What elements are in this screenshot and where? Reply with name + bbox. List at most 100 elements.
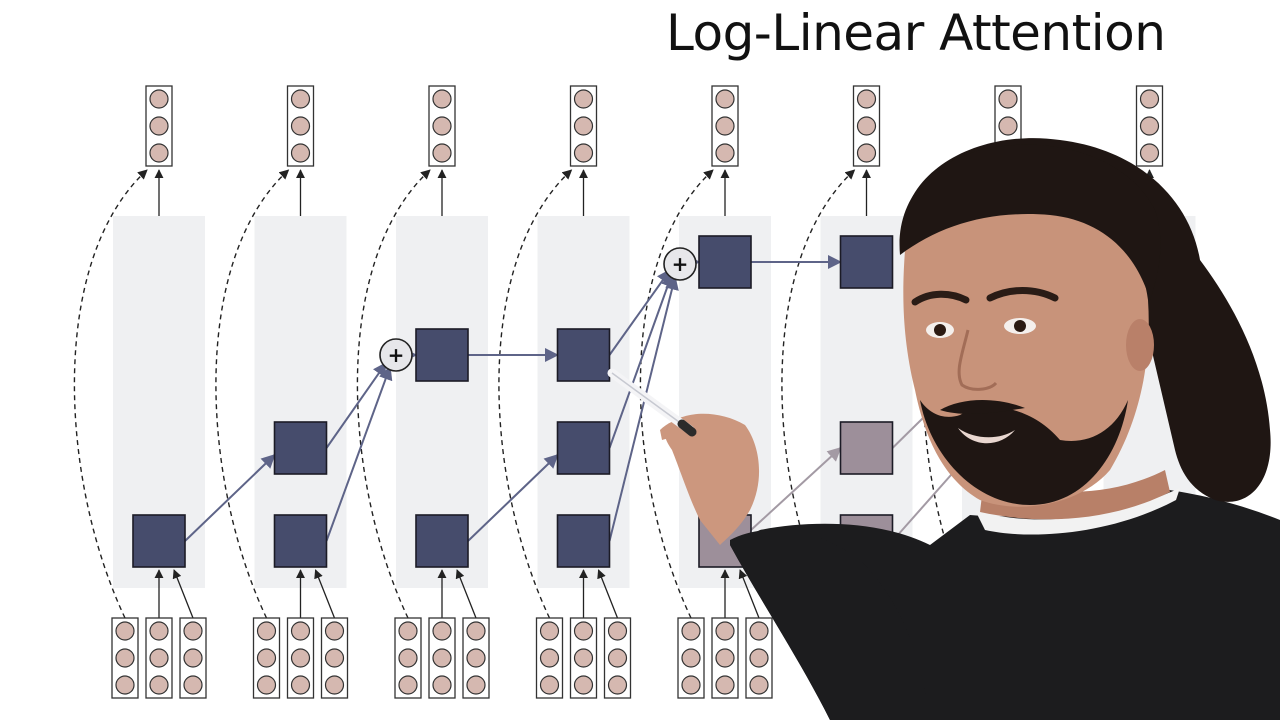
hidden-state-box-faded bbox=[839, 421, 894, 475]
input-token-cell bbox=[324, 648, 345, 668]
dashed-skip-arrow bbox=[356, 169, 431, 619]
input-token-cell bbox=[607, 621, 628, 641]
input-token-cell bbox=[149, 621, 169, 641]
output-token-cell bbox=[573, 116, 594, 136]
presenter-ear bbox=[1126, 319, 1154, 371]
output-token-cell bbox=[1139, 116, 1160, 136]
input-token-cell bbox=[607, 648, 628, 668]
hidden-state-box bbox=[132, 514, 186, 568]
output-token-cell bbox=[290, 143, 311, 163]
input-token-cell bbox=[466, 648, 486, 668]
input-token-cell bbox=[539, 675, 560, 695]
plus-symbol: + bbox=[672, 252, 689, 276]
state-flow-arrow bbox=[325, 365, 393, 542]
dashed-skip-arrow bbox=[498, 169, 573, 619]
input-token-cell bbox=[398, 621, 418, 641]
input-token-cell bbox=[149, 675, 169, 695]
output-token-cell bbox=[715, 143, 735, 163]
output-token-cell bbox=[715, 89, 735, 109]
output-token-cell bbox=[432, 116, 452, 136]
output-token-cell bbox=[432, 143, 452, 163]
hidden-state-box bbox=[273, 514, 328, 568]
presenter-finger bbox=[660, 418, 700, 440]
input-token-cell bbox=[115, 675, 135, 695]
input-token-cell bbox=[290, 675, 311, 695]
input-token-cell bbox=[715, 675, 735, 695]
input-token-cell bbox=[466, 675, 486, 695]
input-token-cell bbox=[539, 621, 560, 641]
output-token-cell bbox=[998, 89, 1018, 109]
presenter-mustache bbox=[940, 399, 1025, 414]
input-arrow bbox=[314, 569, 336, 619]
plus-symbol: + bbox=[388, 343, 405, 367]
input-token-cell bbox=[398, 675, 418, 695]
input-token-cell bbox=[149, 648, 169, 668]
input-token-cell bbox=[749, 621, 769, 641]
output-token-cell bbox=[290, 89, 311, 109]
input-token-cell bbox=[398, 648, 418, 668]
input-arrow bbox=[597, 569, 619, 619]
state-flow-arrow bbox=[608, 272, 675, 449]
hidden-state-box bbox=[556, 421, 611, 475]
output-token-cell bbox=[432, 89, 452, 109]
input-token-cell bbox=[183, 675, 203, 695]
state-flow-arrow bbox=[750, 447, 842, 531]
hidden-state-box bbox=[415, 328, 469, 382]
presenter-hair-top bbox=[899, 144, 1161, 300]
presenter-arm bbox=[730, 529, 930, 720]
presenter-eyebrow-left bbox=[911, 290, 970, 306]
input-token-cell bbox=[681, 675, 701, 695]
state-flow-arrow bbox=[608, 268, 671, 356]
input-token-cell bbox=[290, 621, 311, 641]
input-token-cell bbox=[749, 648, 769, 668]
input-token-cell bbox=[432, 621, 452, 641]
input-token-cell bbox=[573, 648, 594, 668]
input-token-cell bbox=[115, 648, 135, 668]
input-token-cell bbox=[466, 621, 486, 641]
output-token-cell bbox=[856, 89, 877, 109]
input-token-cell bbox=[681, 621, 701, 641]
input-token-cell bbox=[183, 621, 203, 641]
output-token-cell bbox=[573, 89, 594, 109]
hidden-state-box bbox=[698, 235, 752, 289]
input-token-cell bbox=[324, 675, 345, 695]
state-flow-arrow bbox=[325, 361, 387, 449]
output-token-cell bbox=[149, 143, 169, 163]
output-token-cell bbox=[1139, 89, 1160, 109]
presenter-hand bbox=[664, 413, 760, 545]
hidden-state-box bbox=[556, 328, 611, 382]
output-token-cell bbox=[149, 116, 169, 136]
plus-aggregate-icon bbox=[379, 338, 413, 372]
output-token-cell bbox=[149, 89, 169, 109]
input-token-cell bbox=[432, 675, 452, 695]
input-token-cell bbox=[749, 675, 769, 695]
input-token-cell bbox=[573, 675, 594, 695]
presenter-eyebrow-right bbox=[986, 287, 1059, 302]
output-token-cell bbox=[573, 143, 594, 163]
video-title: Log-Linear Attention bbox=[666, 4, 1166, 62]
presenter-collar bbox=[975, 488, 1180, 535]
presenter-nose bbox=[957, 329, 998, 391]
output-token-cell bbox=[856, 143, 877, 163]
hidden-state-box bbox=[415, 514, 469, 568]
input-arrow bbox=[738, 569, 760, 619]
input-token-cell bbox=[256, 621, 277, 641]
presenter-mouth bbox=[958, 428, 1015, 444]
input-token-cell bbox=[573, 621, 594, 641]
dashed-skip-arrow bbox=[215, 169, 290, 619]
input-token-cell bbox=[539, 648, 560, 668]
hidden-state-box bbox=[839, 235, 894, 289]
input-token-cell bbox=[256, 648, 277, 668]
output-token-cell bbox=[998, 116, 1018, 136]
output-token-cell bbox=[1139, 143, 1160, 163]
input-token-cell bbox=[715, 621, 735, 641]
state-flow-arrow bbox=[184, 454, 276, 542]
input-token-cell bbox=[256, 675, 277, 695]
output-token-cell bbox=[715, 116, 735, 136]
hidden-state-box bbox=[273, 421, 328, 475]
input-token-cell bbox=[324, 621, 345, 641]
input-token-cell bbox=[715, 648, 735, 668]
output-token-cell bbox=[856, 116, 877, 136]
hidden-state-box bbox=[556, 514, 611, 568]
